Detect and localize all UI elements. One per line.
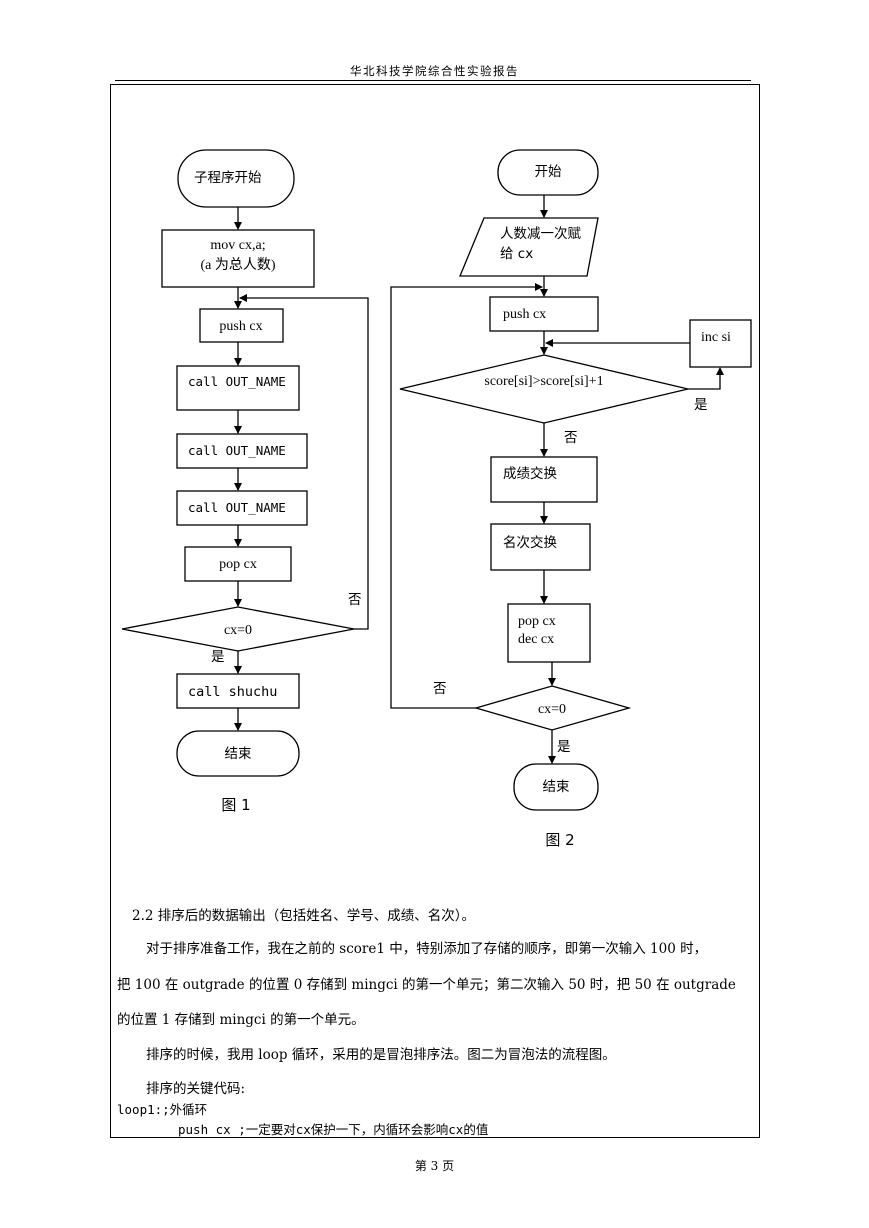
- fig1-call1-box: [176, 365, 300, 411]
- fig2-start-terminal: [497, 149, 599, 196]
- fig2-yes-line: [688, 367, 724, 390]
- fig1-loop-back-line: [239, 294, 369, 630]
- fig2-input-line1: 人数减一次赋: [500, 226, 581, 242]
- fig2-end-label: 结束: [543, 779, 571, 795]
- figure-2-text: 开始 人数减一次赋 给 cx push cx inc si score[si]>…: [433, 164, 731, 849]
- fig2-pop-line2: dec cx: [518, 632, 554, 647]
- fig1-call-shuchu-label: call shuchu: [188, 684, 277, 700]
- fig2-yes-label-inner: 是: [694, 397, 708, 413]
- fig1-call-shuchu-box: [176, 673, 300, 709]
- fig2-swap-rank-label: 名次交换: [503, 534, 557, 551]
- fig1-pop-label: pop cx: [219, 557, 257, 572]
- fig1-pop-box: [184, 546, 292, 582]
- fig2-swap-rank-box: [490, 523, 591, 571]
- fig2-pop-box: [507, 603, 591, 663]
- fig2-pop-line1: pop cx: [518, 614, 556, 629]
- fig2-swap-score-label: 成绩交换: [503, 465, 557, 482]
- fig1-call3-box: [176, 490, 308, 526]
- header-rule: [115, 80, 751, 81]
- section-heading: 2.2 排序后的数据输出（包括姓名、学号、成绩、名次）。: [132, 908, 476, 924]
- figure-1: [121, 149, 369, 777]
- fig2-caption: 图 2: [545, 831, 574, 849]
- fig1-yes-label: 是: [211, 649, 225, 665]
- fig1-caption: 图 1: [221, 796, 250, 814]
- paragraph-3: 排序的关键代码:: [146, 1081, 246, 1097]
- report-header-title: 华北科技学院综合性实验报告: [350, 64, 519, 78]
- fig1-no-label: 否: [348, 592, 362, 608]
- fig1-decision-label: cx=0: [224, 623, 252, 638]
- fig1-init-line1: mov cx,a;: [210, 238, 265, 253]
- paragraph-1-line-2: 把 100 在 outgrade 的位置 0 存储到 mingci 的第一个单元…: [117, 977, 736, 993]
- fig1-call3-label: call OUT_NAME: [188, 500, 286, 515]
- paragraph-1-line-3: 的位置 1 存储到 mingci 的第一个单元。: [117, 1012, 365, 1028]
- fig1-end-terminal: [176, 730, 300, 777]
- paragraph-1-line-1: 对于排序准备工作，我在之前的 score1 中，特别添加了存储的顺序，即第一次输…: [146, 941, 708, 957]
- fig2-input-parallelogram: [459, 217, 599, 277]
- fig1-start-terminal: [177, 149, 295, 208]
- fig2-input-line2: 给 cx: [500, 246, 533, 262]
- page-number: 第 3 页: [414, 1159, 455, 1173]
- fig2-yes-label-outer: 是: [557, 739, 571, 755]
- fig2-push-label: push cx: [503, 307, 546, 322]
- fig2-decision-label: cx=0: [538, 702, 566, 717]
- fig2-compare-label: score[si]>score[si]+1: [484, 374, 603, 389]
- fig1-init-line2: (a 为总人数): [200, 257, 275, 273]
- code-line-1: loop1:;外循环: [117, 1102, 208, 1117]
- figure-1-text: 子程序开始 mov cx,a; (a 为总人数) push cx call OU…: [188, 170, 362, 814]
- fig2-inc-label: inc si: [701, 330, 731, 345]
- fig2-no-label-inner: 否: [564, 430, 578, 446]
- fig1-init-box: [161, 229, 315, 288]
- fig2-compare-diamond: [399, 354, 689, 424]
- fig1-call2-label: call OUT_NAME: [188, 443, 286, 458]
- fig1-call1-label: call OUT_NAME: [188, 374, 286, 389]
- figure-2: [390, 149, 752, 811]
- fig2-loop-back-line: [390, 283, 543, 709]
- fig1-push-box: [199, 308, 284, 343]
- code-line-2: push cx ;一定要对cx保护一下，内循环会影响cx的值: [178, 1122, 489, 1137]
- fig2-no-label-outer: 否: [433, 681, 447, 697]
- fig1-call2-box: [176, 433, 308, 469]
- report-frame: [110, 84, 760, 1138]
- fig1-end-label: 结束: [225, 746, 252, 762]
- fig1-start-label: 子程序开始: [194, 170, 262, 186]
- fig2-end-terminal: [513, 763, 599, 811]
- paragraph-2: 排序的时候，我用 loop 循环，采用的是冒泡排序法。图二为冒泡法的流程图。: [146, 1047, 616, 1063]
- fig2-start-label: 开始: [535, 164, 563, 180]
- fig1-push-label: push cx: [219, 319, 262, 334]
